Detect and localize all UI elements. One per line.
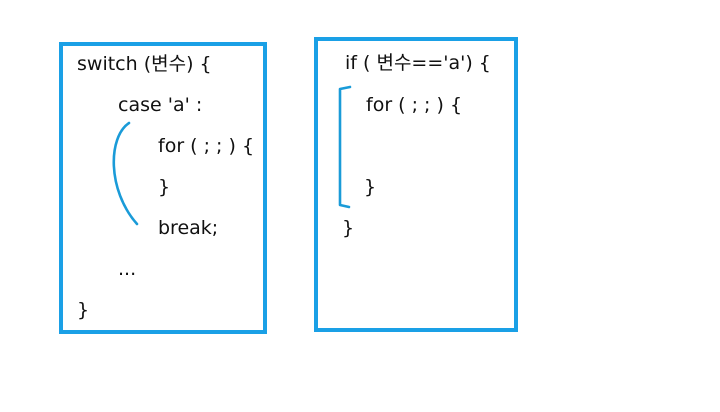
ellipsis-line: ... xyxy=(118,258,137,280)
if-close-line: } xyxy=(342,217,355,239)
break-line: break; xyxy=(158,217,219,239)
switch-close-line: } xyxy=(77,299,90,321)
case-line: case 'a' : xyxy=(118,94,203,116)
switch-line: switch (변수) { xyxy=(77,53,212,75)
for-close-line: } xyxy=(364,176,377,198)
for-line: for ( ; ; ) { xyxy=(366,94,463,116)
if-line: if ( 변수=='a') { xyxy=(345,52,491,74)
for-close-line: } xyxy=(158,176,171,198)
for-line: for ( ; ; ) { xyxy=(158,135,255,157)
if-code-panel xyxy=(314,37,518,332)
switch-code-panel xyxy=(59,42,267,334)
